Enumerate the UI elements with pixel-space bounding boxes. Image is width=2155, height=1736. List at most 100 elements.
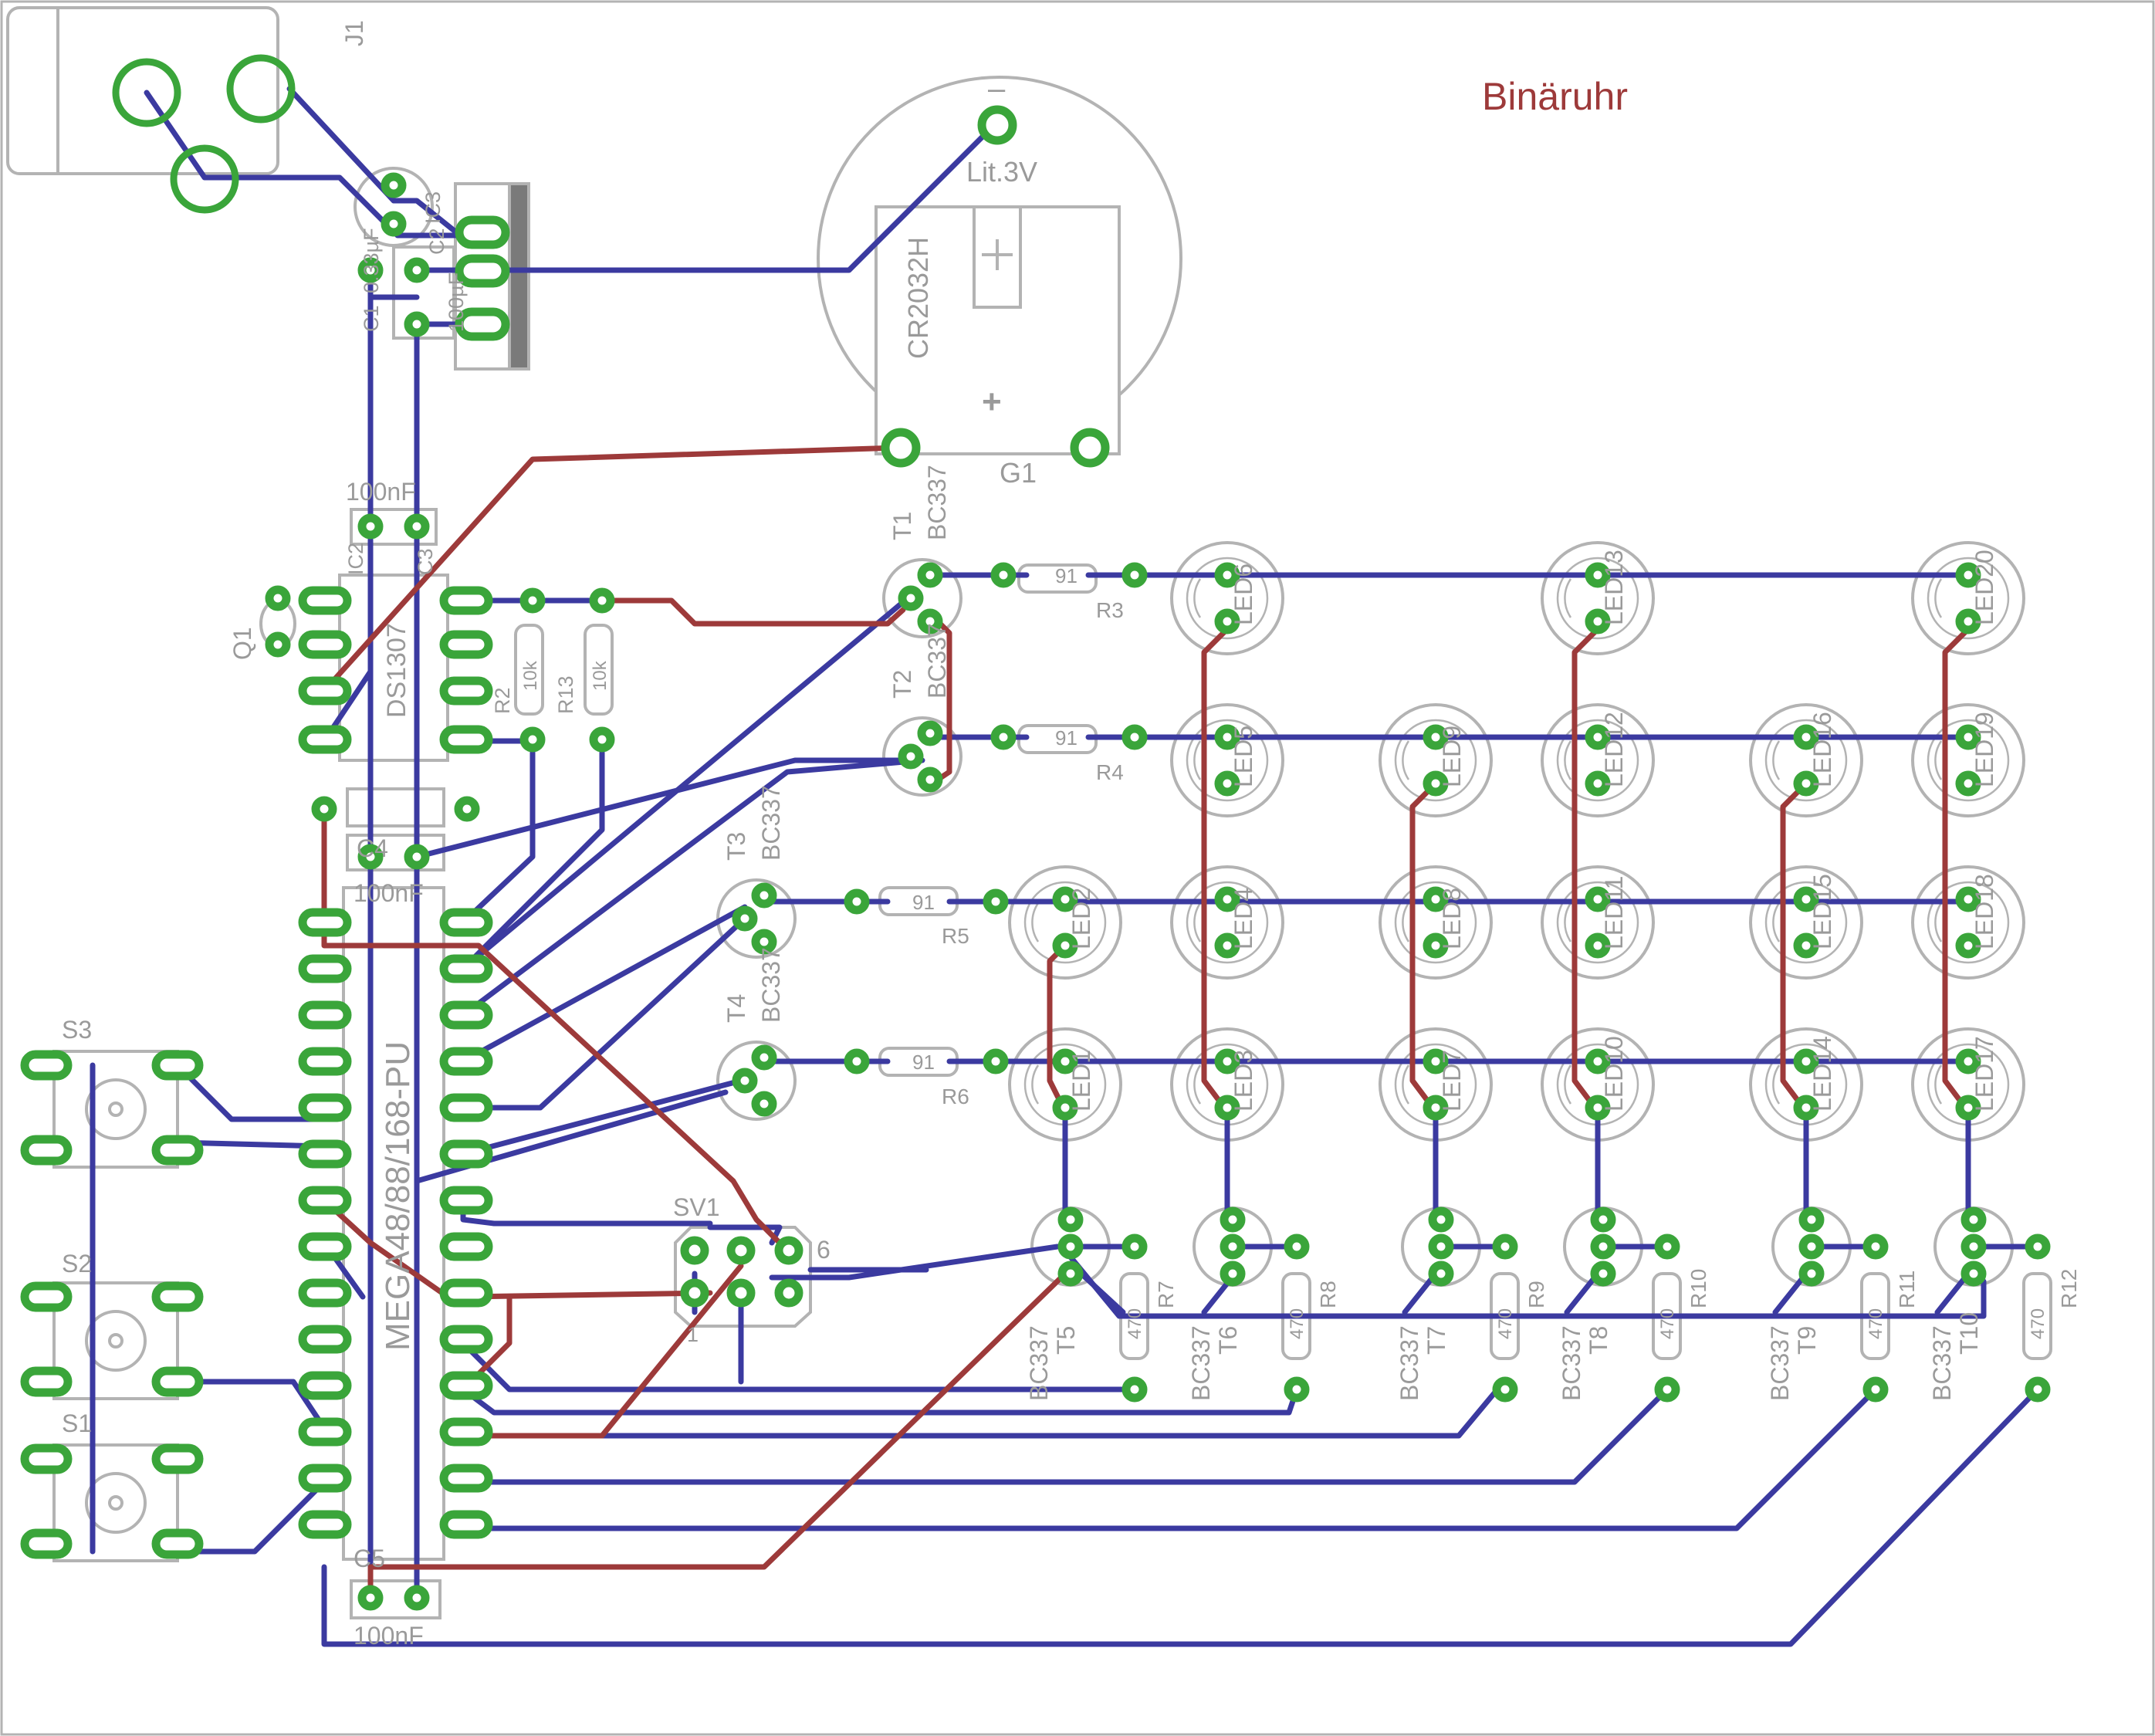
transistor-pad bbox=[1960, 1233, 1987, 1260]
mcu-pin bbox=[439, 1464, 493, 1493]
mcu-pin bbox=[298, 1371, 352, 1400]
led-pad bbox=[1793, 770, 1819, 797]
c4-label: C4 bbox=[357, 834, 388, 862]
led-pad bbox=[1585, 1048, 1611, 1074]
led-label: LED11 bbox=[1600, 876, 1628, 949]
led-pad bbox=[1955, 1048, 1981, 1074]
led-ring bbox=[1023, 881, 1107, 964]
switch-pad bbox=[20, 1528, 73, 1559]
resistor-pad bbox=[1284, 1376, 1310, 1403]
transistor-label: T9 bbox=[1793, 1326, 1821, 1355]
led-pad bbox=[1585, 770, 1611, 797]
led-pad bbox=[1423, 886, 1449, 912]
transistor-pad bbox=[1798, 1206, 1825, 1233]
led-pad bbox=[1955, 1095, 1981, 1121]
resistor-pad bbox=[1121, 1376, 1148, 1403]
led-label: LED3 bbox=[1230, 1050, 1257, 1112]
led-ring bbox=[1556, 881, 1639, 964]
resistor-value: 91 bbox=[912, 1051, 935, 1074]
mcu-pin bbox=[439, 1186, 493, 1215]
led-pad bbox=[1214, 886, 1240, 912]
led-pad bbox=[1214, 608, 1240, 635]
resistor-pad bbox=[844, 1048, 870, 1074]
mcu-pin bbox=[439, 1093, 493, 1122]
resistor-pad bbox=[1121, 562, 1148, 588]
led-pad bbox=[1214, 562, 1240, 588]
led-label: LED12 bbox=[1600, 712, 1628, 787]
led-pad bbox=[1423, 770, 1449, 797]
mcu-pin bbox=[298, 1510, 352, 1539]
led-pad bbox=[1214, 770, 1240, 797]
transistor-label: T7 bbox=[1423, 1326, 1450, 1355]
j1-pad-3 bbox=[170, 144, 239, 214]
transistor-label: T2 bbox=[888, 670, 916, 699]
mcu-pin bbox=[298, 1325, 352, 1354]
mcu-pin bbox=[439, 954, 493, 983]
transistor-type: BC337 bbox=[1558, 1325, 1585, 1401]
transistor-pad bbox=[917, 608, 943, 635]
mcu-pin bbox=[298, 1047, 352, 1076]
resistor-value: 91 bbox=[1055, 726, 1078, 750]
resistor-label: R4 bbox=[1096, 760, 1124, 784]
resistor-value: 91 bbox=[1055, 564, 1078, 587]
transistor-pad bbox=[1798, 1233, 1825, 1260]
led-label: LED19 bbox=[1971, 712, 1998, 787]
switch-pad bbox=[151, 1281, 204, 1312]
pads-layer bbox=[20, 54, 2051, 1611]
board-title: Binäruhr bbox=[1482, 75, 1628, 118]
led-pad bbox=[1214, 1095, 1240, 1121]
transistor-pad bbox=[1057, 1206, 1084, 1233]
r2-label: R2 bbox=[491, 687, 514, 714]
sv1-pin1-label: 1 bbox=[687, 1323, 699, 1346]
led-outline bbox=[1170, 703, 1284, 817]
led-ring bbox=[1556, 719, 1639, 802]
mcu-pin bbox=[298, 908, 352, 937]
mcu-pin bbox=[298, 1186, 352, 1215]
transistor-label: T3 bbox=[722, 832, 750, 861]
led-outline bbox=[1170, 865, 1284, 980]
switch-pad bbox=[151, 1443, 204, 1474]
switch-pad bbox=[20, 1135, 73, 1166]
led-label: LED9 bbox=[1438, 726, 1466, 787]
led-pad bbox=[1793, 724, 1819, 750]
resistor-label: R6 bbox=[942, 1085, 969, 1108]
transistor-pad bbox=[898, 585, 924, 611]
switch-pad bbox=[151, 1366, 204, 1397]
resistor-label: R12 bbox=[2057, 1269, 2081, 1308]
led-ring bbox=[1764, 719, 1848, 802]
led-pad bbox=[1955, 932, 1981, 959]
transistor-label: T5 bbox=[1052, 1326, 1080, 1355]
sv1-pin6-label: 6 bbox=[817, 1236, 831, 1264]
led-label: LED13 bbox=[1600, 550, 1628, 625]
j1-pad-2 bbox=[226, 54, 296, 124]
resistor-pad bbox=[990, 724, 1017, 750]
led-pad bbox=[1955, 562, 1981, 588]
transistor-pad bbox=[1220, 1261, 1246, 1287]
mcu-pin bbox=[439, 1325, 493, 1354]
led-outline bbox=[1379, 703, 1493, 817]
c1-value: 0.33µF bbox=[360, 228, 383, 293]
transistor-pad bbox=[732, 1068, 758, 1094]
transistor-label: T10 bbox=[1955, 1312, 1983, 1355]
top-copper-layer bbox=[321, 445, 1971, 1601]
battery-pad-minus bbox=[977, 105, 1017, 145]
led-ring bbox=[1764, 881, 1848, 964]
transistor-label: T4 bbox=[722, 994, 750, 1023]
mcu-pin bbox=[298, 1278, 352, 1308]
transistor-label: T1 bbox=[888, 512, 916, 540]
led-label: LED5 bbox=[1230, 726, 1257, 787]
mcu-pin bbox=[298, 1417, 352, 1447]
transistor-pad bbox=[917, 720, 943, 746]
led-label: LED16 bbox=[1808, 712, 1836, 787]
resistor-pad bbox=[983, 888, 1009, 915]
transistor-type: BC337 bbox=[757, 785, 785, 861]
led-pad bbox=[1423, 1095, 1449, 1121]
s2-label: S2 bbox=[62, 1250, 92, 1277]
transistor-pad bbox=[1428, 1261, 1454, 1287]
led-label: LED6 bbox=[1230, 563, 1257, 625]
led-pad bbox=[1052, 886, 1078, 912]
led-outline bbox=[1911, 703, 2025, 817]
led-pad bbox=[1585, 1095, 1611, 1121]
